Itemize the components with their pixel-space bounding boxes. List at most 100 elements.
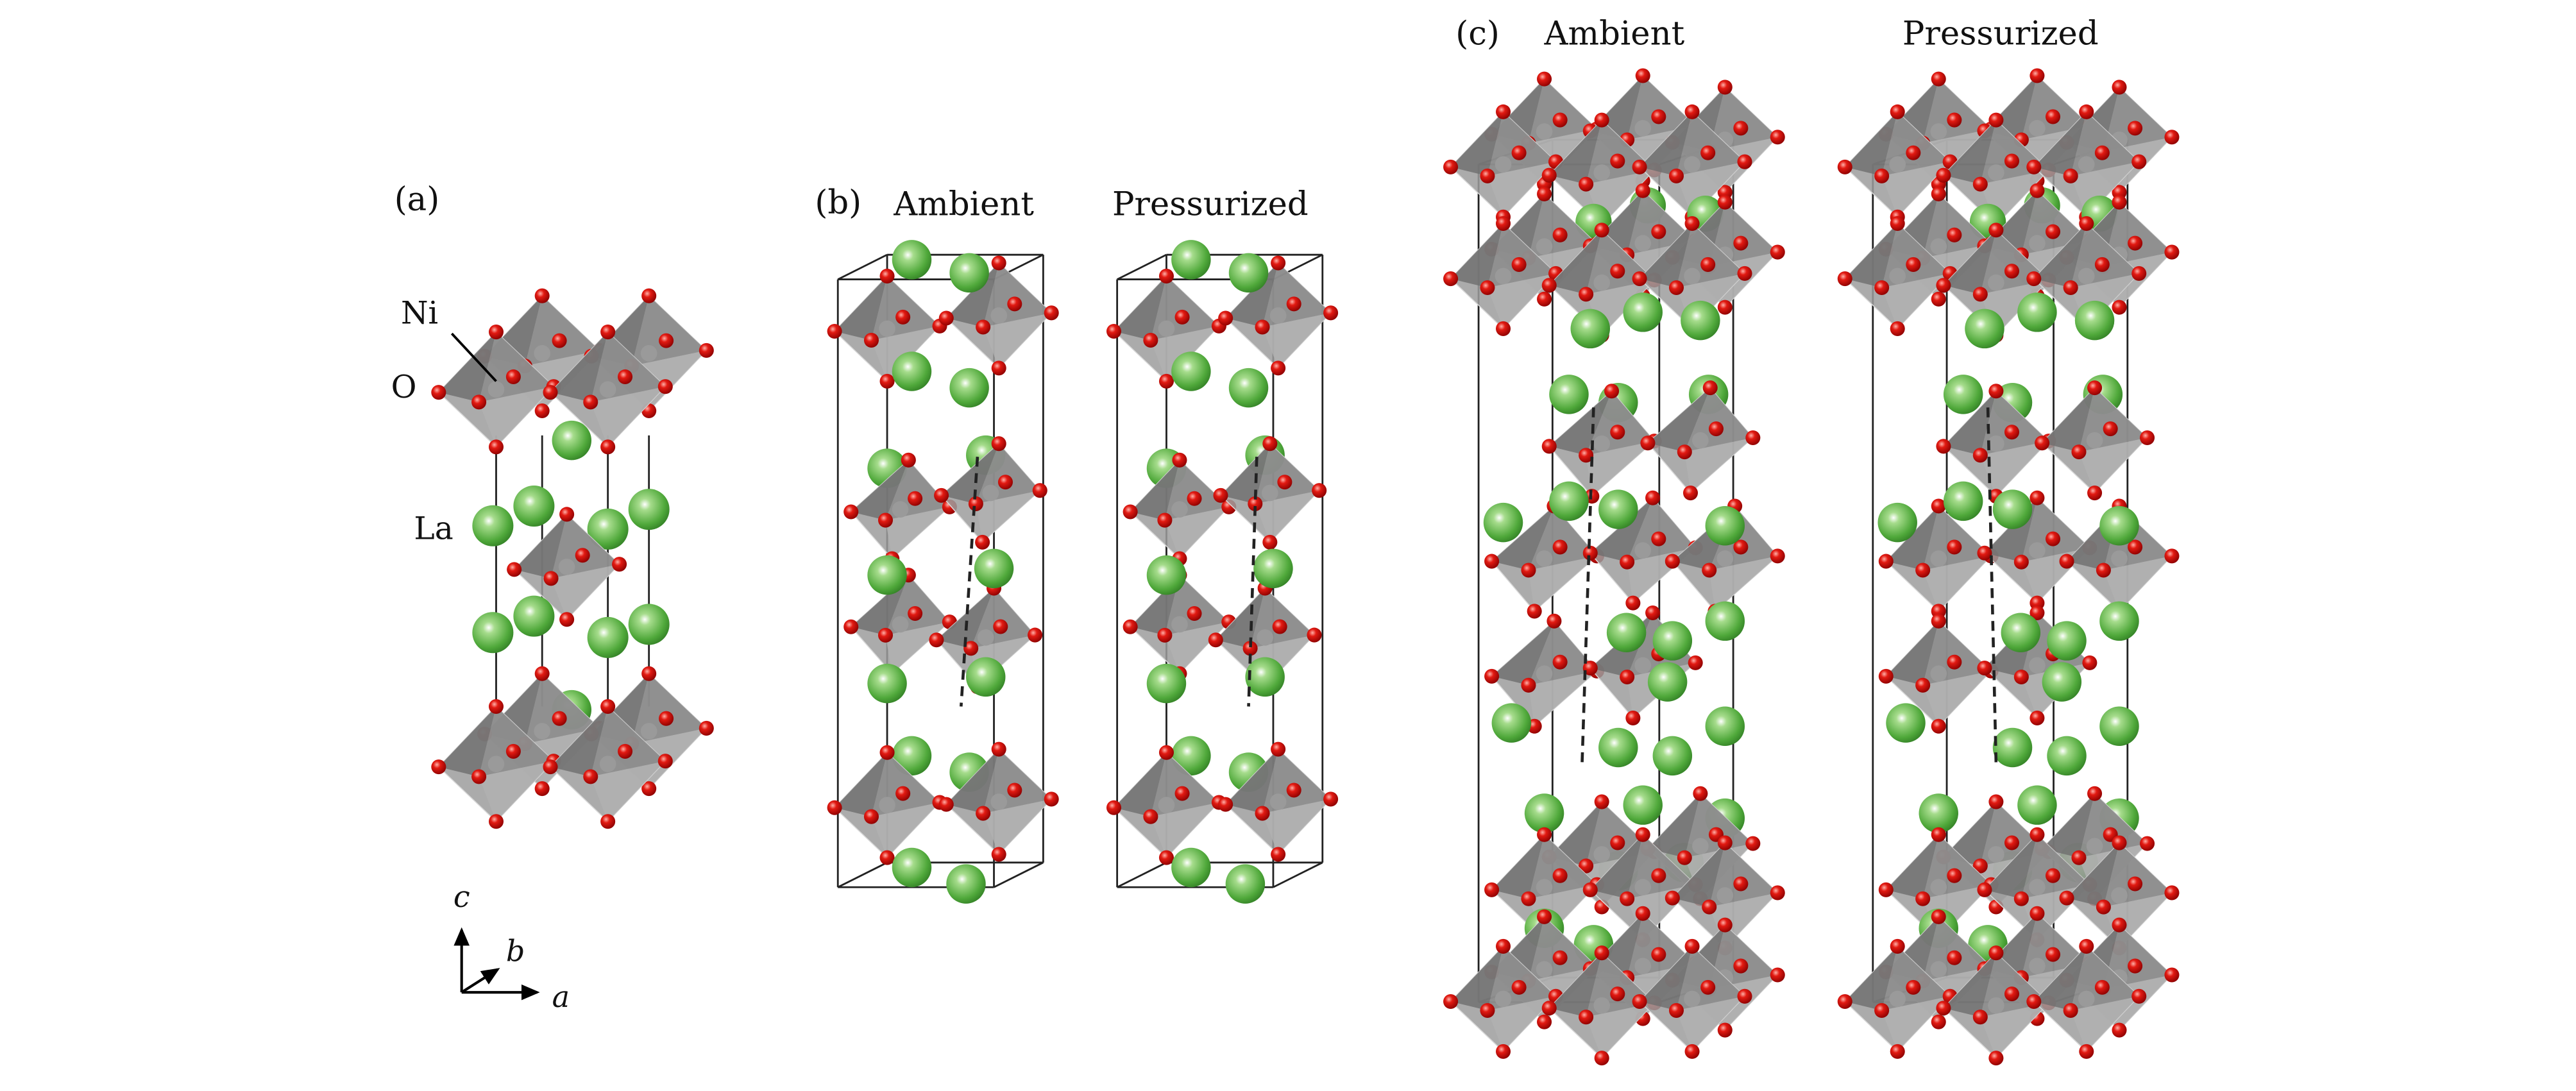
oxygen-atom <box>1770 130 1785 145</box>
nickel-atom <box>879 320 895 337</box>
lanthanum-atom <box>1647 662 1688 702</box>
oxygen-atom <box>1271 847 1286 862</box>
oxygen-atom <box>1527 604 1542 619</box>
oxygen-atom <box>2112 917 2127 933</box>
oxygen-atom <box>2128 121 2143 136</box>
oxygen-atom <box>2103 421 2118 437</box>
nickel-atom <box>892 616 909 633</box>
oxygen-atom <box>1737 154 1752 169</box>
oxygen-atom <box>1890 938 1905 954</box>
oxygen-atom <box>1837 159 1852 174</box>
oxygen-atom <box>1495 1044 1511 1059</box>
octahedron-face <box>885 507 950 559</box>
oxygen-atom <box>1702 380 1718 396</box>
octahedron-face <box>983 799 1052 855</box>
oxygen-atom <box>2087 380 2103 396</box>
nickel-atom <box>599 381 616 398</box>
oxygen-atom <box>938 797 954 812</box>
octahedron-face <box>1450 112 1504 176</box>
nickel-atom <box>2078 267 2095 285</box>
oxygen-atom <box>1977 661 1992 676</box>
oxygen-atom <box>1733 876 1749 892</box>
octahedron-face <box>1216 588 1266 648</box>
octahedron-face <box>1881 162 1951 217</box>
oxygen-atom <box>963 641 979 656</box>
octahedron-face <box>479 386 554 447</box>
nickel-atom <box>990 793 1008 810</box>
octahedron-face <box>1491 834 1545 899</box>
nickel-atom <box>1684 990 1700 1008</box>
oxygen-atom <box>1484 668 1500 684</box>
oxygen-atom <box>1668 280 1684 296</box>
panel-a-label: (a) <box>394 180 440 219</box>
octahedron-face <box>1943 802 1996 867</box>
oxygen-atom <box>2128 876 2143 892</box>
oxygen-atom <box>1537 291 1552 307</box>
nickel-atom <box>982 484 999 502</box>
oxygen-atom <box>991 360 1006 376</box>
oxygen-atom <box>1931 613 1946 629</box>
oxygen-atom <box>1700 145 1716 160</box>
nickel-atom <box>1684 267 1700 285</box>
oxygen-atom <box>1106 323 1122 339</box>
oxygen-atom <box>1936 439 1951 454</box>
nio6-octahedron <box>1541 223 1662 343</box>
octahedron-face <box>936 588 994 648</box>
octahedron-face <box>2033 946 2087 1011</box>
oxygen-atom <box>1187 491 1202 506</box>
lanthanum-atom <box>1705 601 1745 641</box>
oxygen-atom <box>1874 280 1890 296</box>
nickel-atom <box>2086 838 2103 855</box>
oxygen-atom <box>2004 425 2020 440</box>
octahedron-face <box>1676 996 1745 1052</box>
oxygen-atom <box>1582 882 1598 897</box>
oxygen-atom <box>657 754 673 769</box>
lanthanum-atom <box>2017 785 2057 825</box>
oxygen-atom <box>2164 548 2180 564</box>
panel-c-pressurized-title: Pressurized <box>1902 14 2099 53</box>
octahedron-face <box>1845 946 1898 1011</box>
unit-cell-edge <box>1273 861 1323 888</box>
dashed-apical-bond-line <box>1986 407 1998 765</box>
oxygen-atom <box>1541 278 1557 293</box>
octahedron-face <box>976 490 1040 543</box>
oxygen-atom <box>1106 800 1122 815</box>
oxygen-atom <box>1977 545 1992 561</box>
oxygen-atom <box>1323 791 1339 807</box>
lanthanum-atom <box>2099 706 2139 746</box>
oxygen-atom <box>843 504 859 520</box>
nickel-atom <box>2029 120 2046 137</box>
oxygen-atom <box>1890 1044 1905 1059</box>
oxygen-atom <box>1307 627 1322 643</box>
la-label: La <box>414 511 453 546</box>
lanthanum-atom <box>1992 727 2033 768</box>
octahedron-face <box>2071 996 2139 1052</box>
octahedron-face <box>1845 223 1898 288</box>
nickel-atom <box>1634 120 1652 137</box>
oxygen-atom <box>583 394 598 410</box>
octahedron-face <box>2042 793 2095 858</box>
nickel-atom <box>2029 657 2046 674</box>
octahedron-face <box>1114 752 1167 817</box>
nio6-octahedron <box>938 741 1059 862</box>
octahedron-face <box>1528 555 1597 611</box>
oxygen-atom <box>699 720 714 736</box>
octahedron-face <box>1528 671 1597 727</box>
nickel-atom <box>1269 307 1287 324</box>
nickel-atom <box>1988 435 2004 452</box>
octahedron-face <box>1943 952 1996 1017</box>
b-axis-label: b <box>506 933 525 968</box>
oxygen-atom <box>1632 159 1647 174</box>
oxygen-atom <box>1931 909 1946 924</box>
oxygen-atom <box>1511 257 1527 272</box>
nickel-atom <box>1930 879 1947 896</box>
oxygen-atom <box>1286 296 1301 312</box>
oxygen-atom <box>908 491 923 506</box>
nio6-octahedron <box>1484 498 1605 619</box>
oxygen-atom <box>1931 718 1946 734</box>
oxygen-atom <box>2013 669 2029 685</box>
oxygen-atom <box>1312 483 1327 498</box>
lanthanum-atom <box>966 657 1006 697</box>
oxygen-atom <box>2045 109 2061 124</box>
nickel-atom <box>1634 879 1652 896</box>
